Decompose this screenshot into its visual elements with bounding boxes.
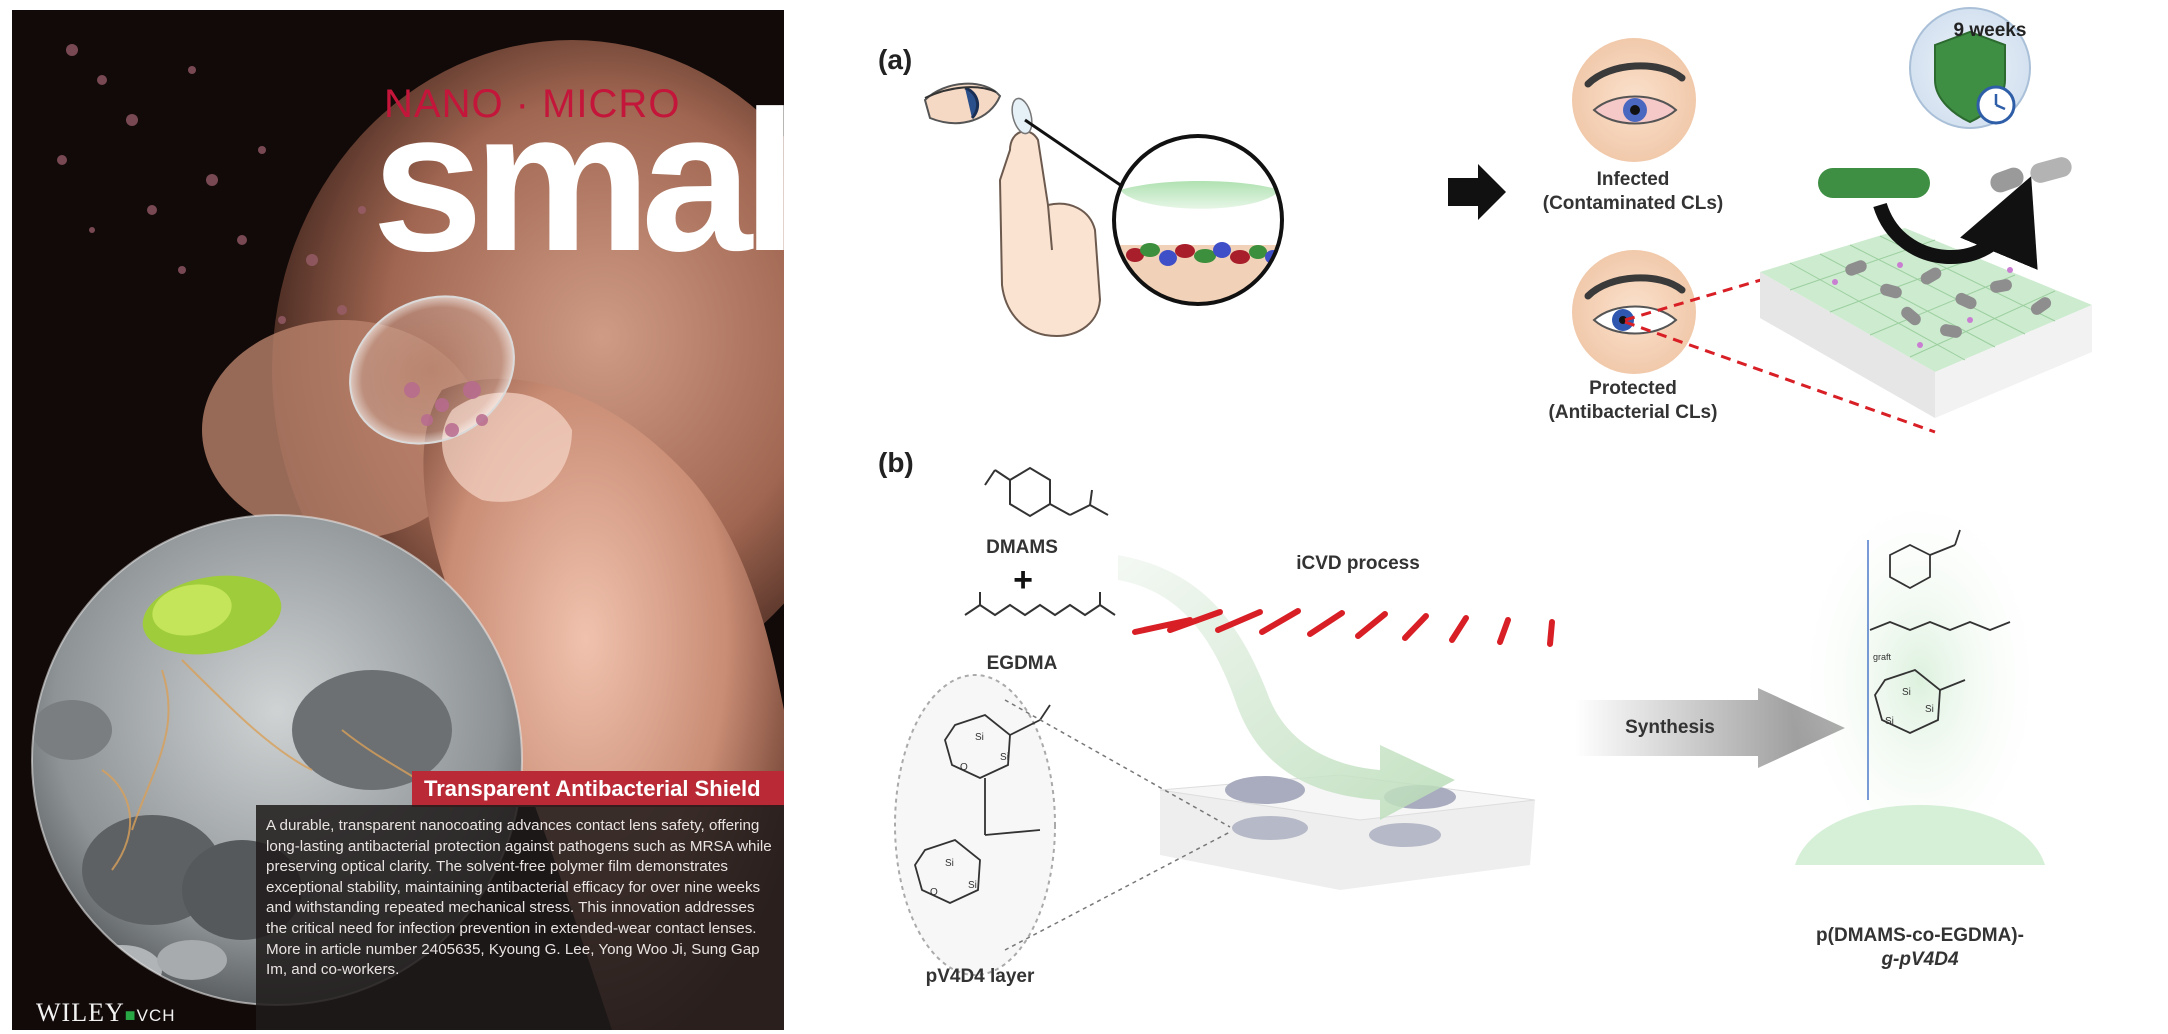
- nine-weeks-badge: [1909, 7, 2031, 129]
- si-atom-label-3: Si: [945, 858, 954, 869]
- coated-lens-dome: [1795, 805, 2045, 865]
- plus-sign: +: [1013, 561, 1033, 599]
- synthesis-arrow: [1575, 688, 1845, 768]
- product-name-line2: g-pV4D4: [1881, 949, 1959, 970]
- publisher-name: WILEY: [36, 998, 125, 1027]
- journal-title: small: [372, 70, 784, 293]
- product-label: p(DMAMS-co-EGDMA)- g-pV4D4: [1770, 924, 2070, 972]
- pv4d4-layer-ellipse: [894, 674, 1056, 976]
- substrate-slab: [1159, 774, 1536, 890]
- egdma-structure: [964, 592, 1116, 617]
- egdma-label: EGDMA: [986, 653, 1058, 674]
- zoom-dash-top: [1004, 699, 1231, 828]
- graft-label: graft: [1873, 652, 1892, 662]
- publisher-logo: WILEY■VCH: [36, 998, 176, 1028]
- protected-subtitle: (Antibacterial CLs): [1548, 402, 1718, 423]
- antibacterial-surface-block: [1760, 228, 2092, 418]
- publisher-suffix: VCH: [136, 1006, 176, 1025]
- result-arrow: [1448, 164, 1506, 220]
- icvd-process-label: iCVD process: [1296, 553, 1420, 574]
- cover-illustration: [12, 10, 784, 1030]
- dmams-label: DMAMS: [986, 537, 1058, 558]
- protected-label: Protected (Antibacterial CLs): [1533, 377, 1733, 425]
- icvd-radicals: [1132, 608, 1555, 647]
- si-atom-label-6: Si: [1925, 704, 1934, 715]
- dead-bacteria-icon: [1990, 157, 2072, 193]
- journal-cover: NANO · MICRO small Transparent Antibacte…: [12, 10, 784, 1030]
- product-glow: [1790, 480, 2050, 880]
- publisher-mark-icon: ■: [124, 1005, 137, 1025]
- live-bacterium-icon: [1818, 168, 1930, 198]
- panel-b-label: (b): [878, 447, 914, 478]
- pv4d4-structure: [914, 704, 1051, 904]
- si-atom-label-2: Si: [1000, 752, 1009, 763]
- zoom-dash-bottom: [1004, 831, 1231, 951]
- product-name-line1: p(DMAMS-co-EGDMA)-: [1816, 925, 2024, 946]
- pv4d4-layer-label: pV4D4 layer: [925, 966, 1035, 987]
- nine-weeks-label: 9 weeks: [1954, 20, 2027, 41]
- bacteria-killing-arrow: [1873, 176, 2038, 270]
- zoom-connector: [1024, 118, 1136, 197]
- synthesis-label: Synthesis: [1625, 717, 1715, 738]
- o-atom-label-1: O: [960, 762, 968, 773]
- journal-series-name: NANO · MICRO: [384, 82, 681, 126]
- si-atom-label-5: Si: [1902, 687, 1911, 698]
- si-atom-label-1: Si: [975, 732, 984, 743]
- article-abstract-box: [256, 805, 784, 1030]
- protected-eye-icon: [1572, 250, 1696, 374]
- eye-side-icon: [923, 82, 1002, 125]
- infected-subtitle: (Contaminated CLs): [1542, 193, 1724, 214]
- o-atom-label-2: O: [930, 887, 938, 898]
- si-atom-label-7: Si: [1885, 716, 1894, 727]
- infected-title: Infected: [1596, 169, 1670, 190]
- protected-title: Protected: [1589, 378, 1677, 399]
- panel-a-label: (a): [878, 44, 913, 75]
- finger-with-lens-icon: [998, 97, 1102, 337]
- dmams-structure: [984, 466, 1109, 518]
- infected-label: Infected (Contaminated CLs): [1533, 168, 1733, 216]
- zoom-line-bottom: [1624, 320, 1936, 434]
- article-abstract-text: A durable, transparent nanocoating advan…: [266, 817, 772, 979]
- si-atom-label-4: Si: [968, 880, 977, 891]
- infected-eye-icon: [1572, 38, 1696, 162]
- lens-surface-magnifier: [1112, 134, 1284, 306]
- product-structure: [1867, 529, 2011, 800]
- article-title-banner: Transparent Antibacterial Shield: [412, 771, 784, 807]
